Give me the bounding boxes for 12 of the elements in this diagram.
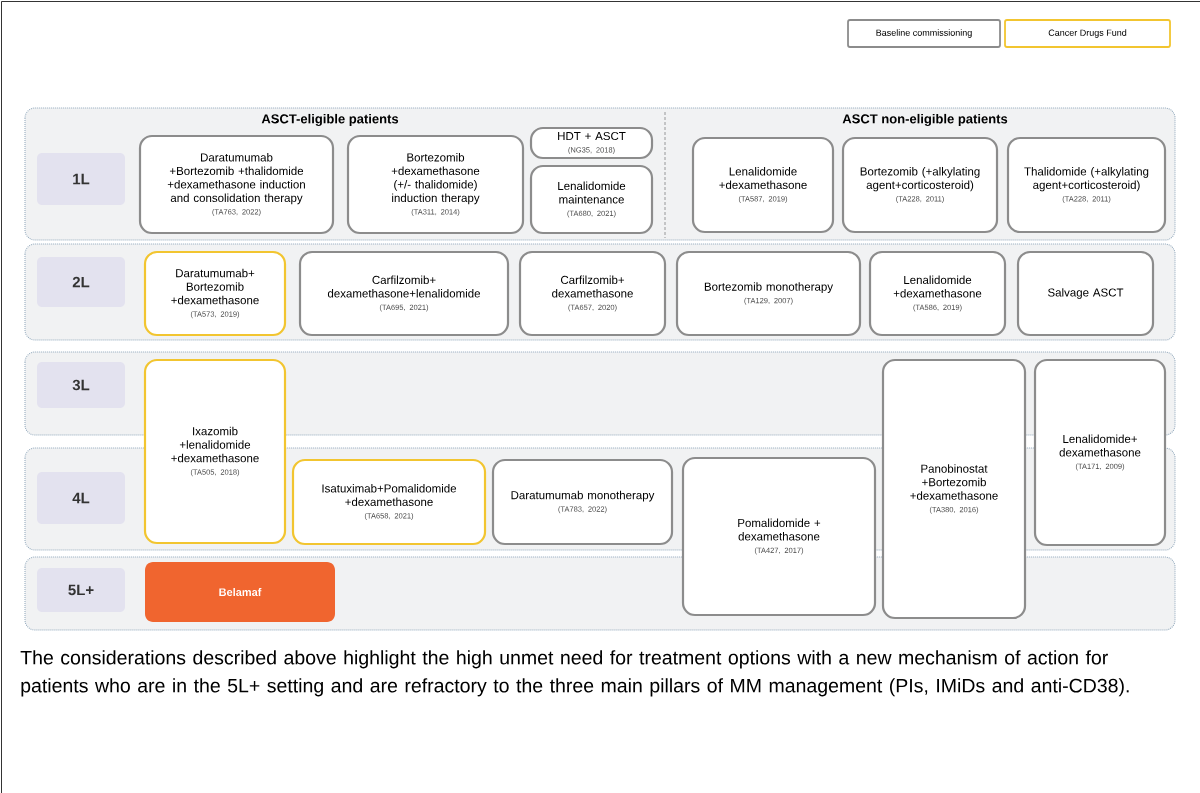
row-label-box: 1L (37, 153, 125, 205)
legend-box: Cancer Drugs Fund (1004, 19, 1171, 48)
row-label-box: 4L (37, 472, 125, 524)
column-heading: ASCT non-eligible patients (842, 113, 1008, 127)
legend-box: Baseline commissioning (847, 19, 1001, 48)
row-label-box: 5L+ (37, 568, 125, 612)
treatment-box: Belamaf (145, 562, 335, 622)
row-label-box: 2L (37, 257, 125, 307)
caption-text: The considerations described above highlight the high unmet need for treatment options with a new mechanism of action for patients who are in the 5L+ setting and are refractory to the three main pillars of MM management (PIs, IMiDs and anti-CD38). (20, 650, 1129, 697)
treatment-box: Salvage ASCT (1016, 250, 1155, 337)
row-label-box: 3L (37, 362, 125, 408)
column-heading: ASCT-eligible patients (261, 113, 399, 127)
